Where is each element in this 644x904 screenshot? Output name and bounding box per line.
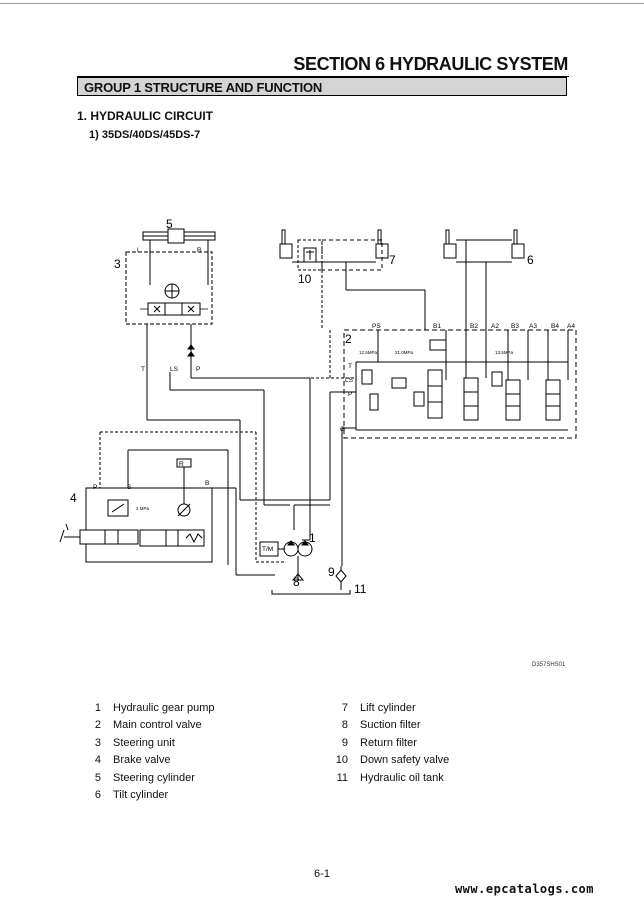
pressure-13-5: 13.5MPa: [495, 350, 514, 355]
label-R: R: [197, 247, 202, 254]
label-T-steer: T: [141, 366, 145, 373]
label-P-mcv: P: [348, 391, 352, 398]
label-LS-mcv: LS: [345, 377, 354, 384]
label-B4: B4: [551, 323, 559, 330]
lift-cylinder-group: [279, 229, 426, 330]
label-TM: T/M: [262, 546, 273, 553]
pump-tank-assembly: [259, 540, 351, 595]
hydraulic-lines: [99, 330, 356, 576]
callout-7: 7: [389, 253, 396, 267]
pressure-21-0: 21.0MPa: [395, 350, 414, 355]
drawing-code: D357SHS01: [532, 662, 566, 668]
label-B-brake: B: [205, 480, 209, 487]
label-B1: B1: [433, 323, 441, 330]
steering-cylinder: [142, 228, 216, 252]
callout-2: 2: [345, 332, 352, 346]
label-B3: B3: [511, 323, 519, 330]
label-P-steer: P: [196, 366, 200, 373]
tilt-cylinder-group: [443, 229, 525, 330]
main-control-valve: [343, 329, 577, 439]
label-A3: A3: [529, 323, 537, 330]
section-title: SECTION 6 HYDRAULIC SYSTEM: [293, 54, 568, 74]
brake-valve: [59, 458, 213, 563]
circuit-heading: 1. HYDRAULIC CIRCUIT: [77, 109, 214, 123]
watermark: www.epcatalogs.com: [454, 882, 594, 896]
label-P-brake: P: [93, 484, 97, 491]
callout-8: 8: [293, 575, 300, 589]
label-T-mcv: T: [348, 363, 352, 370]
pressure-2: 2 MPa: [136, 506, 150, 511]
callout-3: 3: [114, 257, 121, 271]
label-LS-steer: LS: [170, 366, 179, 373]
label-A4: A4: [567, 323, 575, 330]
callout-5: 5: [166, 217, 173, 231]
label-L: L: [137, 247, 141, 254]
page-number: 6-1: [314, 868, 330, 880]
label-PS: PS: [372, 323, 381, 330]
callout-1: 1: [309, 531, 316, 545]
callout-10: 10: [298, 272, 312, 286]
callout-11: 11: [354, 582, 367, 596]
label-B2: B2: [470, 323, 478, 330]
pressure-12-5: 12.5MPa: [359, 350, 378, 355]
group-title: GROUP 1 STRUCTURE AND FUNCTION: [77, 77, 567, 96]
label-A2: A2: [491, 323, 499, 330]
callout-9: 9: [328, 565, 335, 579]
callout-4: 4: [70, 491, 77, 505]
model-heading: 1) 35DS/40DS/45DS-7: [89, 129, 201, 141]
label-S-brake: S: [127, 484, 132, 491]
label-R-brake: R: [179, 461, 184, 468]
callout-6: 6: [527, 253, 534, 267]
label-G: G: [340, 426, 345, 433]
top-rule: [0, 3, 644, 4]
steering-unit: [125, 251, 213, 378]
section-underline: [77, 76, 569, 77]
